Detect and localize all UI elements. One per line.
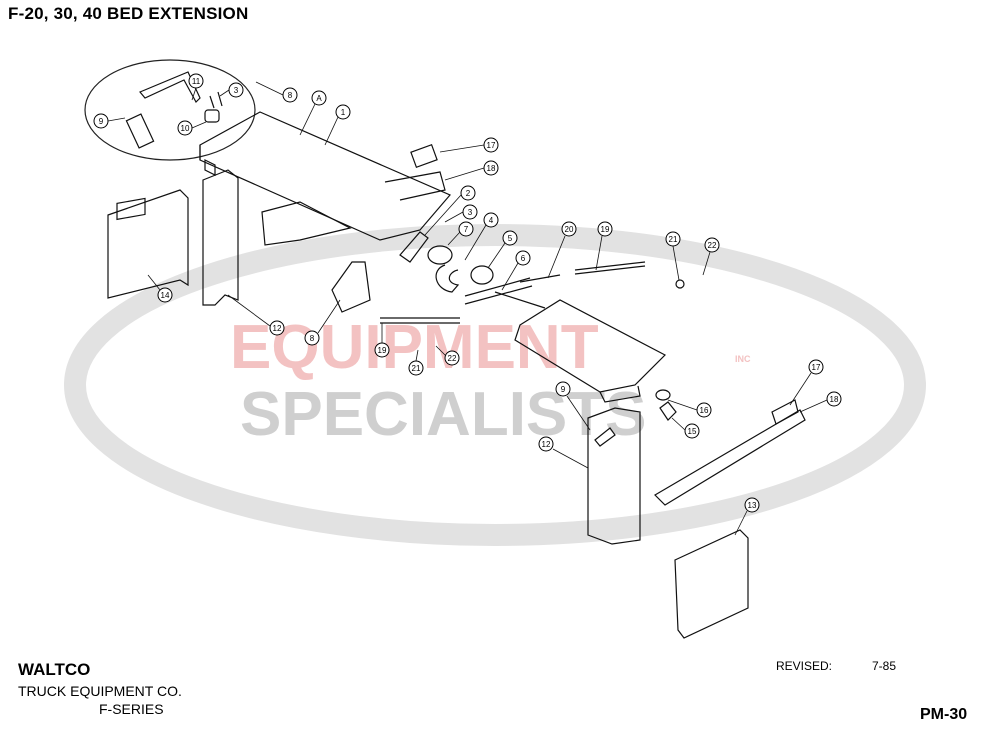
callout-22: 22 — [704, 237, 720, 253]
callout-10: 10 — [177, 120, 193, 136]
callout-14: 14 — [157, 287, 173, 303]
svg-text:19: 19 — [378, 346, 387, 355]
svg-text:17: 17 — [812, 363, 821, 372]
callout-16: 16 — [696, 402, 712, 418]
svg-text:13: 13 — [748, 501, 757, 510]
svg-text:18: 18 — [830, 395, 839, 404]
callout-22b: 22 — [444, 350, 460, 366]
callout-18b: 18 — [826, 391, 842, 407]
callout-21b: 21 — [408, 360, 424, 376]
svg-text:3: 3 — [468, 208, 473, 217]
parts-linework — [84, 59, 806, 639]
svg-text:16: 16 — [700, 406, 709, 415]
callout-4: 4 — [483, 212, 499, 228]
watermark-line2: SPECIALISTS — [240, 380, 647, 449]
series-label: F-SERIES — [99, 701, 164, 717]
svg-text:6: 6 — [521, 254, 526, 263]
svg-text:9: 9 — [99, 117, 104, 126]
svg-text:12: 12 — [273, 324, 282, 333]
callout-3b: 3 — [462, 204, 478, 220]
svg-text:22: 22 — [708, 241, 717, 250]
callout-15: 15 — [684, 423, 700, 439]
watermark-logo: EQUIPMENT SPECIALISTS INC — [64, 224, 926, 546]
svg-text:14: 14 — [161, 291, 170, 300]
callout-21: 21 — [665, 231, 681, 247]
svg-text:8: 8 — [310, 334, 315, 343]
callout-20: 20 — [561, 221, 577, 237]
callout-17: 17 — [483, 137, 499, 153]
svg-text:8: 8 — [288, 91, 293, 100]
callout-6: 6 — [515, 250, 531, 266]
callout-11: 11 — [188, 73, 204, 89]
company-subtitle: TRUCK EQUIPMENT CO. — [18, 683, 182, 699]
svg-text:17: 17 — [487, 141, 496, 150]
svg-text:7: 7 — [464, 225, 469, 234]
page-number: PM-30 — [920, 706, 968, 723]
watermark-inc: INC — [735, 354, 751, 364]
svg-text:18: 18 — [487, 164, 496, 173]
revised-label: REVISED: — [776, 659, 833, 673]
svg-text:11: 11 — [192, 77, 201, 86]
callout-13: 13 — [744, 497, 760, 513]
callout-18: 18 — [483, 160, 499, 176]
svg-text:19: 19 — [601, 225, 610, 234]
callout-17b: 17 — [808, 359, 824, 375]
callout-a: A — [311, 90, 327, 106]
svg-text:21: 21 — [412, 364, 421, 373]
callout-2: 2 — [460, 185, 476, 201]
page-title: F-20, 30, 40 BED EXTENSION — [8, 4, 249, 23]
svg-text:20: 20 — [565, 225, 574, 234]
callout-12: 12 — [269, 320, 285, 336]
company-name: WALTCO — [18, 660, 91, 679]
leader-lines — [107, 81, 828, 536]
revised-date: 7-85 — [872, 659, 897, 673]
svg-text:22: 22 — [448, 354, 457, 363]
callout-5: 5 — [502, 230, 518, 246]
svg-text:5: 5 — [508, 234, 513, 243]
svg-text:21: 21 — [669, 235, 678, 244]
svg-text:12: 12 — [542, 440, 551, 449]
callout-9: 9 — [93, 113, 109, 129]
svg-text:1: 1 — [341, 108, 346, 117]
callout-8b: 8 — [304, 330, 320, 346]
svg-text:2: 2 — [466, 189, 471, 198]
svg-text:10: 10 — [181, 124, 190, 133]
svg-text:15: 15 — [688, 427, 697, 436]
callout-7: 7 — [458, 221, 474, 237]
callout-12b: 12 — [538, 436, 554, 452]
svg-text:9: 9 — [561, 385, 566, 394]
callout-8: 8 — [282, 87, 298, 103]
callout-3: 3 — [228, 82, 244, 98]
callout-9b: 9 — [555, 381, 571, 397]
svg-text:A: A — [316, 94, 322, 103]
svg-text:4: 4 — [489, 216, 494, 225]
callout-1: 1 — [335, 104, 351, 120]
callout-labels: 11 3 8 A 1 9 10 17 18 2 3 7 4 5 20 19 21… — [93, 73, 842, 513]
svg-text:3: 3 — [234, 86, 239, 95]
callout-19b: 19 — [374, 342, 390, 358]
callout-19: 19 — [597, 221, 613, 237]
